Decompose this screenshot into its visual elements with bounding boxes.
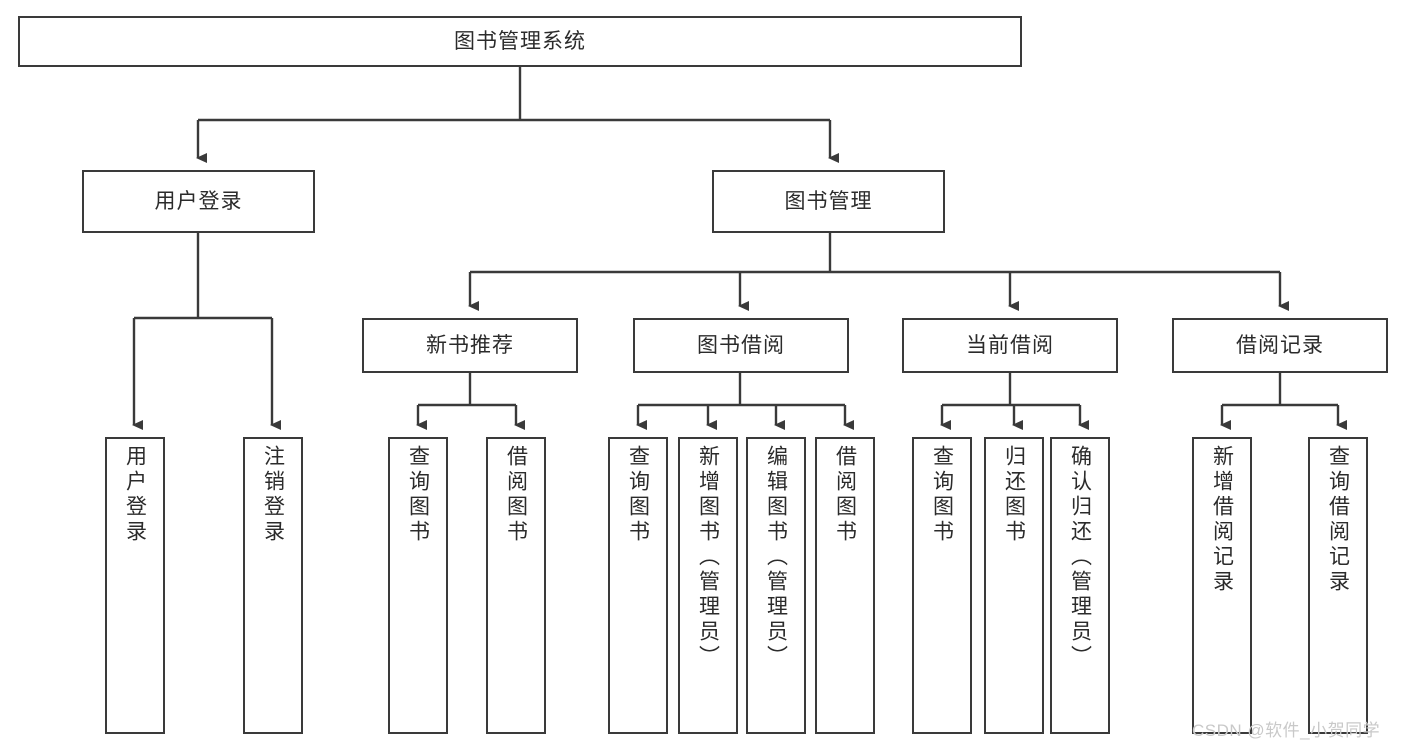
leaf-query-book-current[interactable]: 查询图书 <box>912 437 972 734</box>
leaf-return-book[interactable]: 归还图书 <box>984 437 1044 734</box>
node-label: 查询图书 <box>406 445 430 545</box>
leaf-query-borrow-record[interactable]: 查询借阅记录 <box>1308 437 1368 734</box>
leaf-borrow-book-recommend[interactable]: 借阅图书 <box>486 437 546 734</box>
node-label: 归还图书 <box>1002 445 1026 545</box>
node-label: 新增借阅记录 <box>1210 445 1234 595</box>
node-label: 编辑图书（管理员） <box>764 445 788 670</box>
leaf-confirm-return-admin[interactable]: 确认归还（管理员） <box>1050 437 1110 734</box>
leaf-query-book[interactable]: 查询图书 <box>608 437 668 734</box>
leaf-borrow-book[interactable]: 借阅图书 <box>815 437 875 734</box>
node-borrow-record[interactable]: 借阅记录 <box>1172 318 1388 373</box>
node-label: 查询借阅记录 <box>1326 445 1350 595</box>
node-label: 用户登录 <box>123 445 147 545</box>
csdn-watermark: CSDN @软件_小贺同学 <box>1192 721 1381 740</box>
node-label: 注销登录 <box>261 445 285 545</box>
node-label: 用户登录 <box>154 189 243 213</box>
leaf-user-login[interactable]: 用户登录 <box>105 437 165 734</box>
leaf-edit-book-admin[interactable]: 编辑图书（管理员） <box>746 437 806 734</box>
node-label: 确认归还（管理员） <box>1068 445 1092 670</box>
node-label: 图书借阅 <box>697 333 785 357</box>
node-new-book-recommend[interactable]: 新书推荐 <box>362 318 578 373</box>
leaf-logout-login[interactable]: 注销登录 <box>243 437 303 734</box>
node-user-login[interactable]: 用户登录 <box>82 170 315 233</box>
node-label: 借阅记录 <box>1236 333 1324 357</box>
leaf-add-book-admin[interactable]: 新增图书（管理员） <box>678 437 738 734</box>
node-label: 图书管理系统 <box>454 29 586 53</box>
node-label: 新增图书（管理员） <box>696 445 720 670</box>
leaf-add-borrow-record[interactable]: 新增借阅记录 <box>1192 437 1252 734</box>
node-book-management[interactable]: 图书管理 <box>712 170 945 233</box>
node-label: 查询图书 <box>930 445 954 545</box>
node-root-system[interactable]: 图书管理系统 <box>18 16 1022 67</box>
node-label: 借阅图书 <box>504 445 528 545</box>
node-label: 图书管理 <box>784 189 873 213</box>
node-current-borrow[interactable]: 当前借阅 <box>902 318 1118 373</box>
node-label: 新书推荐 <box>426 333 514 357</box>
node-label: 查询图书 <box>626 445 650 545</box>
node-book-borrow[interactable]: 图书借阅 <box>633 318 849 373</box>
node-label: 当前借阅 <box>966 333 1054 357</box>
node-label: 借阅图书 <box>833 445 857 545</box>
leaf-query-book-recommend[interactable]: 查询图书 <box>388 437 448 734</box>
